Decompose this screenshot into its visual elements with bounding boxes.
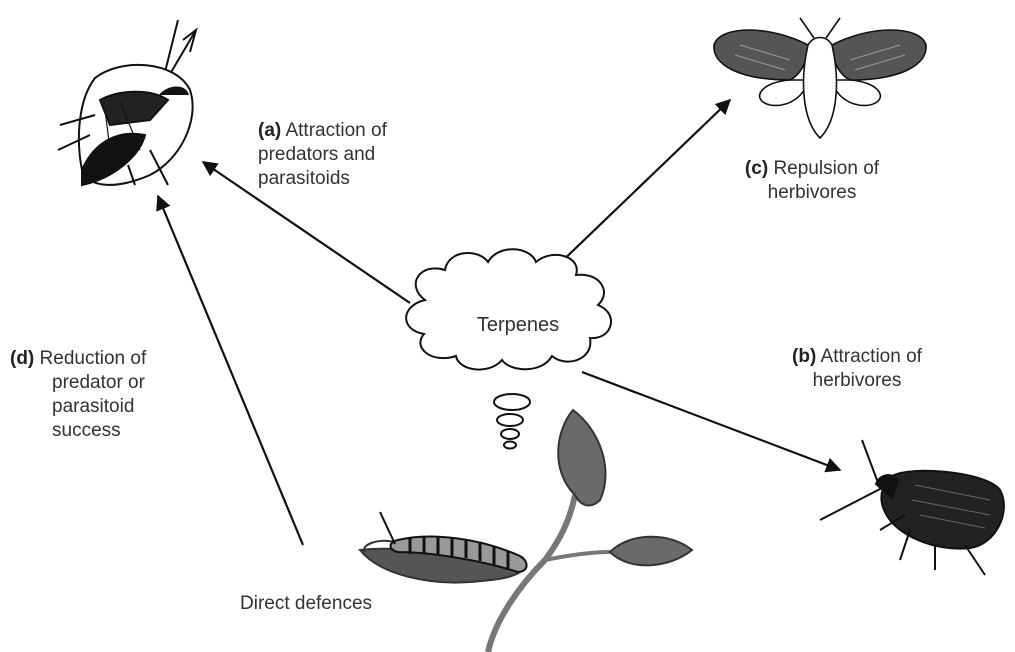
label-a-line-3: parasitoids: [258, 168, 350, 189]
label-a-line-2: predators and: [258, 144, 375, 165]
marker-d: (d): [10, 348, 34, 369]
predator-bug-illustration: [58, 20, 196, 185]
label-d-line-3: parasitoid: [10, 396, 134, 417]
beetle-illustration: [820, 440, 1004, 575]
label-b-line-2: herbivores: [813, 370, 902, 391]
terpenes-label: Terpenes: [448, 313, 588, 337]
label-d-line-4: success: [10, 420, 121, 441]
label-reduction-success: (d) Reduction of predator or parasitoid …: [10, 347, 230, 443]
label-repulsion-herbivores: (c) Repulsion of herbivores: [722, 157, 902, 205]
label-c-line-2: herbivores: [768, 182, 857, 203]
label-attraction-herbivores: (b) Attraction of herbivores: [762, 345, 952, 393]
label-attraction-predators: (a) Attraction of predators and parasito…: [258, 119, 478, 191]
direct-defences-label: Direct defences: [240, 592, 440, 616]
label-c-line-1: Repulsion of: [773, 158, 879, 179]
label-d-line-2: predator or: [10, 372, 145, 393]
arrow-repulsion-herbivores: [555, 100, 730, 268]
marker-b: (b): [792, 346, 816, 367]
moth-illustration: [714, 18, 926, 138]
marker-c: (c): [745, 158, 768, 179]
direct-defences-text: Direct defences: [240, 593, 372, 614]
label-d-line-1: Reduction of: [40, 348, 147, 369]
terpenes-text: Terpenes: [477, 314, 559, 336]
label-b-line-1: Attraction of: [821, 346, 922, 367]
marker-a: (a): [258, 120, 281, 141]
label-a-line-1: Attraction of: [285, 120, 386, 141]
